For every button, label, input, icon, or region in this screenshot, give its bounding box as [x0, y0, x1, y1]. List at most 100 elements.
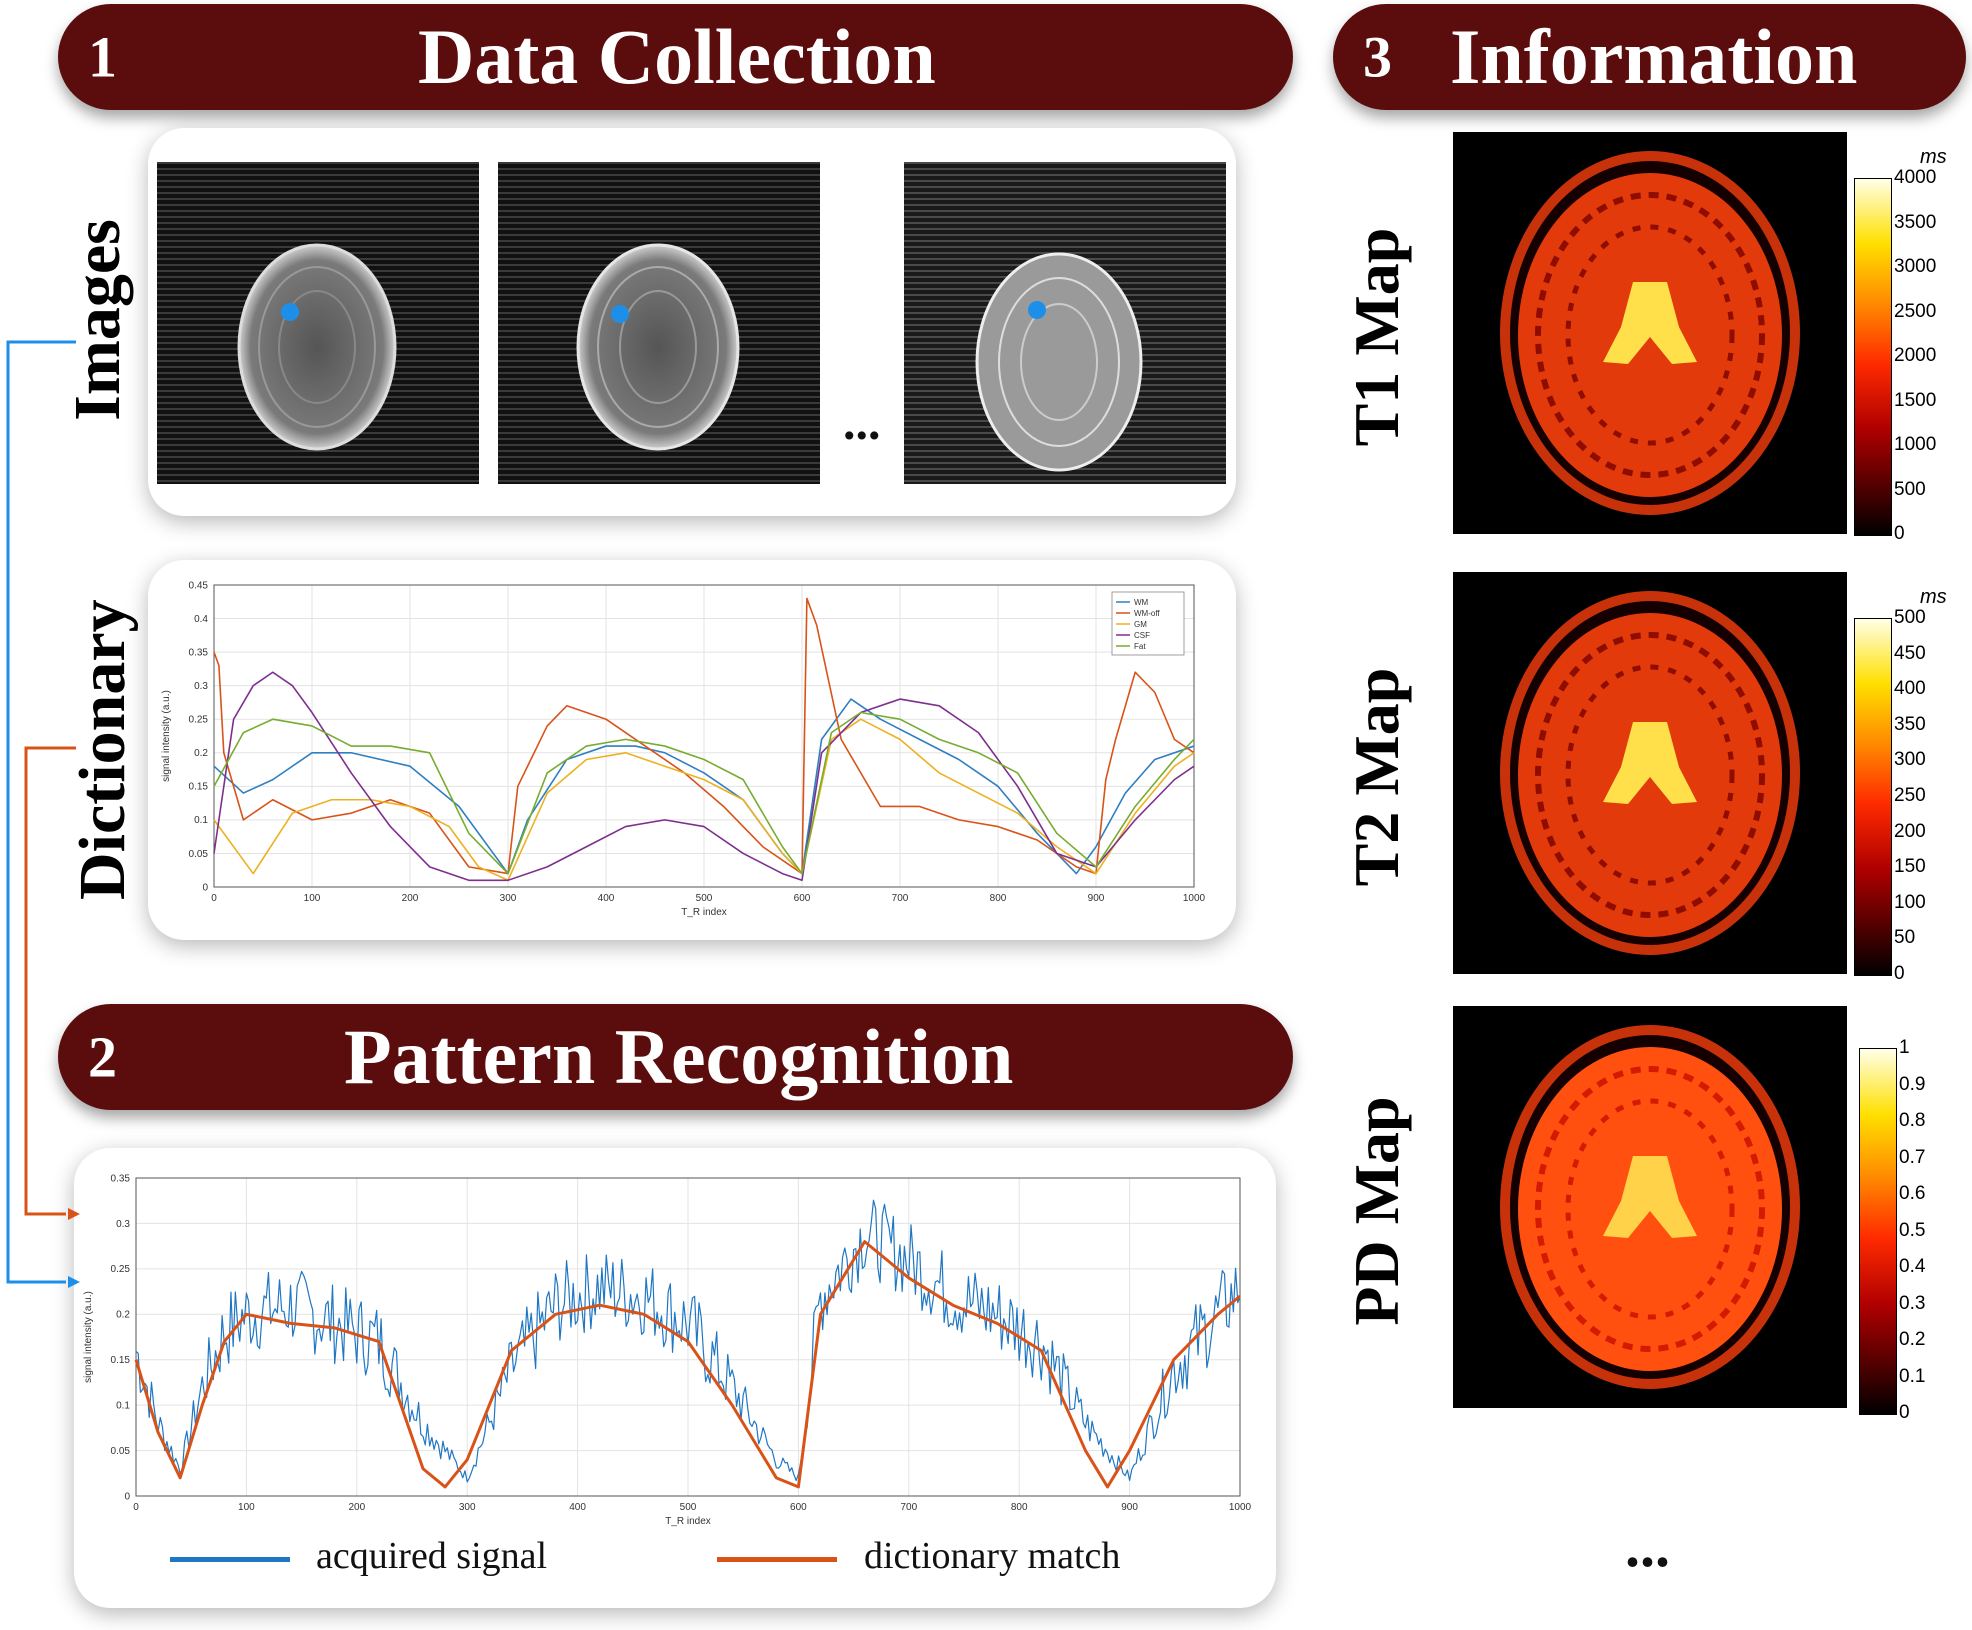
x-tick-label: 900 — [1088, 893, 1105, 904]
x-tick-label: 200 — [402, 893, 419, 904]
series-line-gm — [213, 718, 1195, 882]
legend-entry: Fat — [1134, 642, 1146, 651]
y-tick-label: 0.45 — [189, 580, 209, 591]
colorbar-tick-label: 3000 — [1894, 256, 1937, 277]
legend-acquired-label: acquired signal — [316, 1535, 548, 1577]
y-tick-label: 0.35 — [189, 647, 209, 658]
map-image-3 — [1453, 1006, 1847, 1408]
section-2-number: 2 — [88, 1024, 117, 1090]
x-tick-label: 200 — [348, 1502, 365, 1513]
legend-entry: WM — [1134, 598, 1149, 607]
colorbar-tick-label: 0.3 — [1899, 1292, 1926, 1314]
voxel-marker-2 — [611, 305, 629, 323]
colorbar-tick-label: 0.6 — [1899, 1183, 1926, 1204]
x-tick-label: 600 — [794, 893, 811, 904]
colorbar-tick-label: 1500 — [1894, 389, 1937, 411]
y-tick-label: 0.25 — [111, 1264, 131, 1275]
colorbar-1 — [1854, 178, 1892, 536]
x-tick-label: 300 — [500, 893, 517, 904]
colorbar-tick-label: 0 — [1894, 963, 1905, 984]
colorbar-tick-label: 400 — [1894, 678, 1926, 700]
map-image-1 — [1453, 132, 1847, 534]
y-tick-label: 0.2 — [116, 1310, 130, 1321]
y-tick-label: 0.05 — [189, 849, 209, 860]
series-line-csf — [213, 671, 1195, 882]
colorbar-tick-label: 300 — [1894, 749, 1926, 771]
x-tick-label: 600 — [790, 1502, 807, 1513]
y-tick-label: 0 — [202, 882, 208, 893]
x-tick-label: 0 — [133, 1502, 139, 1513]
colorbar-tick-label: 0.4 — [1899, 1256, 1926, 1277]
x-tick-label: 500 — [696, 893, 713, 904]
x-tick-label: 800 — [990, 893, 1007, 904]
section-2-title: Pattern Recognition — [344, 1013, 1014, 1100]
colorbar-tick-label: 0.1 — [1899, 1365, 1926, 1387]
colorbar-2 — [1854, 618, 1892, 976]
acquired-image-2 — [498, 162, 820, 484]
colorbar-tick-label: 50 — [1894, 927, 1916, 949]
section-3-title: Information — [1450, 13, 1858, 100]
maps-ellipsis: ... — [1625, 1513, 1670, 1579]
colorbar-tick-label: 150 — [1894, 856, 1926, 878]
plot-frame — [135, 1177, 1241, 1497]
colorbar-tick-label: 0.2 — [1899, 1329, 1926, 1350]
section-3-number: 3 — [1363, 24, 1392, 90]
y-tick-label: 0.15 — [111, 1355, 131, 1366]
voxel-marker-1 — [281, 303, 299, 321]
images-ellipsis: ... — [843, 394, 881, 450]
dictionary-arrowhead — [68, 1208, 80, 1220]
y-tick-label: 0.15 — [189, 782, 209, 793]
plot-frame — [213, 584, 1195, 888]
y-tick-label: 0.3 — [116, 1219, 130, 1230]
colorbar-tick-label: 1000 — [1894, 434, 1937, 455]
legend-match-label: dictionary match — [864, 1535, 1121, 1577]
colorbar-tick-label: 500 — [1894, 607, 1926, 628]
colorbar-tick-label: 350 — [1894, 713, 1926, 735]
map-label-3: PD Map — [1341, 1096, 1412, 1326]
colorbar-tick-label: 0.8 — [1899, 1110, 1926, 1131]
colorbar-tick-label: 250 — [1894, 785, 1926, 806]
series-line-dictionary-match — [134, 1240, 1241, 1489]
colorbar-tick-label: 0.7 — [1899, 1146, 1926, 1168]
colorbar-tick-label: 3500 — [1894, 211, 1937, 233]
x-tick-label: 900 — [1121, 1502, 1138, 1513]
section-1-number: 1 — [88, 24, 117, 90]
colorbar-tick-label: 100 — [1894, 891, 1926, 913]
colorbar-tick-label: 0.9 — [1899, 1073, 1926, 1095]
dictionary-arrow — [24, 746, 76, 1216]
x-tick-label: 800 — [1011, 1502, 1028, 1513]
images-arrowhead — [68, 1276, 80, 1288]
brain-graphic — [1500, 151, 1800, 515]
image-1-graphic — [157, 162, 479, 484]
x-tick-label: 400 — [598, 893, 615, 904]
y-tick-label: 0.4 — [194, 614, 208, 625]
colorbar-tick-label: 0 — [1894, 523, 1905, 544]
acquired-image-n — [904, 162, 1226, 484]
colorbar-tick-label: 0.5 — [1899, 1219, 1926, 1241]
images-panel: ... — [148, 128, 1236, 516]
colorbar-3 — [1859, 1048, 1897, 1415]
connector-arrows — [6, 340, 80, 1288]
x-tick-label: 700 — [892, 893, 909, 904]
y-tick-label: 0 — [124, 1491, 130, 1502]
x-tick-label: 700 — [900, 1502, 917, 1513]
x-tick-label: 300 — [459, 1502, 476, 1513]
colorbar-tick-label: 450 — [1894, 642, 1926, 664]
legend-acquired-line — [170, 1557, 290, 1562]
map-label-2: T2 Map — [1341, 667, 1412, 887]
x-axis-label: T_R index — [681, 907, 727, 918]
image-2-graphic — [498, 162, 820, 484]
brain-graphic — [1500, 1025, 1800, 1389]
colorbar-tick-label: 2000 — [1894, 345, 1937, 366]
colorbar-unit-1: ms — [1920, 146, 1947, 168]
acquired-image-1 — [157, 162, 479, 484]
map-image-2 — [1453, 572, 1847, 974]
legend-entry: CSF — [1134, 631, 1150, 640]
